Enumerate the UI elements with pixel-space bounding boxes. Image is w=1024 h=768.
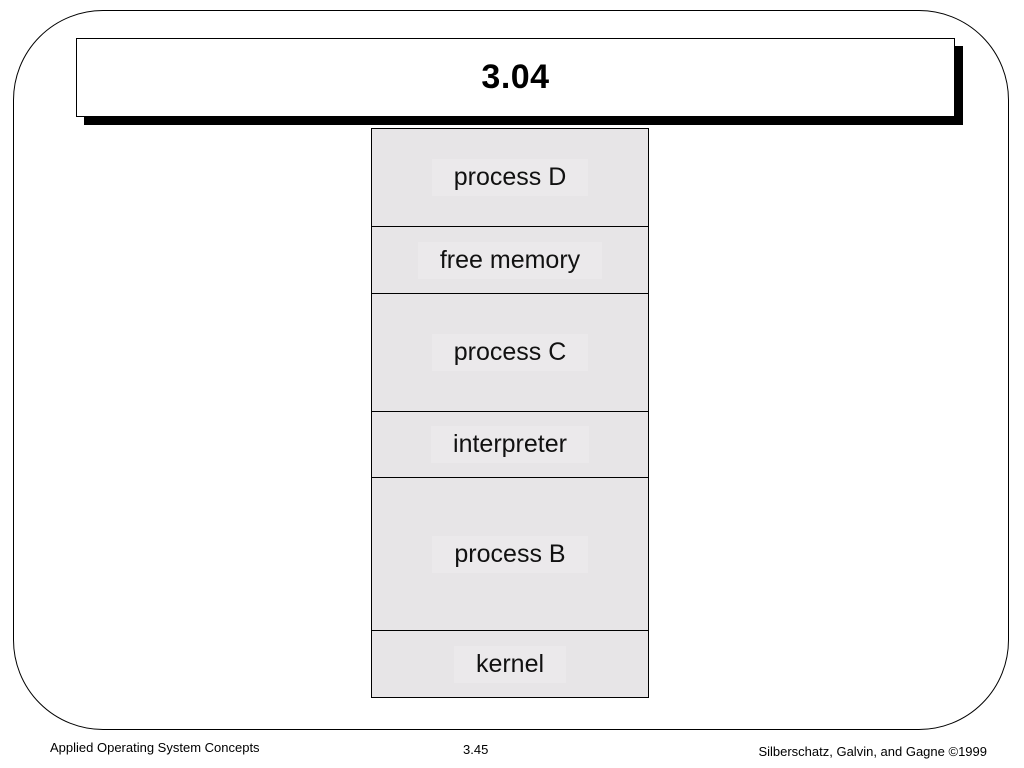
segment-label: interpreter (431, 426, 589, 463)
slide-title: 3.04 (481, 58, 550, 96)
memory-segment-free-memory: free memory (372, 227, 648, 294)
memory-segment-process-d: process D (372, 129, 648, 227)
memory-segment-interpreter: interpreter (372, 412, 648, 478)
segment-label: process C (431, 334, 589, 371)
title-box: 3.04 (76, 38, 955, 117)
memory-segment-process-c: process C (372, 294, 648, 412)
footer-copyright: Silberschatz, Galvin, and Gagne ©1999 (758, 744, 987, 759)
footer-page-number: 3.45 (463, 742, 489, 757)
footer-course-title: Applied Operating System Concepts (50, 740, 260, 755)
memory-segment-kernel: kernel (372, 631, 648, 697)
segment-label: free memory (417, 241, 603, 279)
memory-segment-process-b: process B (372, 478, 648, 631)
segment-label: kernel (453, 645, 567, 683)
segment-label: process D (431, 159, 589, 196)
slide-frame (13, 10, 1009, 730)
memory-layout-diagram: process D free memory process C interpre… (371, 128, 649, 698)
segment-label: process B (432, 535, 588, 573)
